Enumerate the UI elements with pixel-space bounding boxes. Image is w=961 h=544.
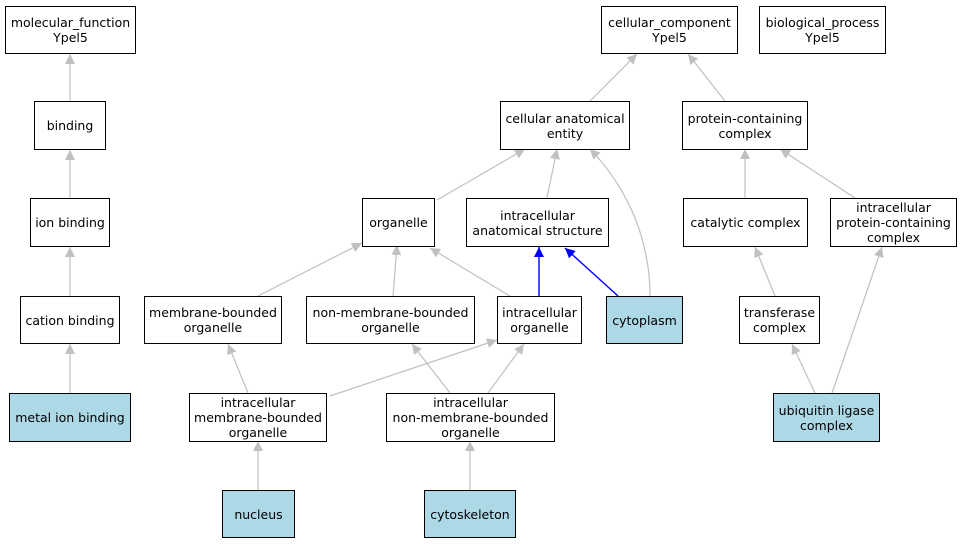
edge-imbo-to-mbo <box>227 343 249 394</box>
node-label-line: Ypel5 <box>805 30 840 45</box>
node-label-line: organelle <box>361 320 420 335</box>
node-label-line: Ypel5 <box>652 30 687 45</box>
edge-inmbo-to-nmbo <box>411 343 451 394</box>
edge-ipcc-to-pcc <box>779 148 856 199</box>
node-label-line: intracellular <box>502 305 577 320</box>
node-label-line: metal ion binding <box>15 410 125 425</box>
node-metal-ion-binding[interactable]: metal ion binding <box>9 393 131 442</box>
edge-nmbo-to-organelle <box>391 244 402 297</box>
node-label-line: entity <box>546 125 584 141</box>
node-label-line: non-membrane-bounded <box>392 410 549 425</box>
edge-pcc-to-cellular-component <box>687 53 726 102</box>
node-organelle[interactable]: organelle <box>362 198 435 247</box>
node-label-line: cellular_component <box>608 15 731 30</box>
edge-inmbo-to-io <box>487 343 525 394</box>
node-label-line: organelle <box>441 425 500 440</box>
node-label-line: anatomical structure <box>472 222 603 238</box>
edge-cytoplasm-to-ias-highlight <box>564 247 619 297</box>
node-label-line: organelle <box>228 425 288 440</box>
edge-mbo-to-organelle <box>257 242 363 297</box>
node-label-line: organelle <box>183 320 243 335</box>
edge-ulc-to-ipcc <box>831 246 884 394</box>
edge-ias-to-cae <box>546 148 560 199</box>
node-label-line: intracellular <box>220 395 296 410</box>
node-label-line: protein-containing <box>687 110 803 126</box>
node-label-line: cytoskeleton <box>430 506 510 522</box>
node-label-line: cytoplasm <box>612 312 677 328</box>
node-nucleus[interactable]: nucleus <box>222 490 295 538</box>
node-label-line: intracellular <box>856 200 931 215</box>
node-label-line: membrane-bounded <box>149 305 277 320</box>
edge-organelle-to-cae <box>436 148 526 201</box>
node-cytoskeleton[interactable]: cytoskeleton <box>424 490 516 538</box>
edge-ulc-to-transferase <box>791 343 816 394</box>
node-ion-binding[interactable]: ion binding <box>30 198 110 247</box>
node-label-line: membrane-bounded <box>194 410 322 425</box>
node-label-line: complex <box>800 417 853 433</box>
node-label-line: intracellular <box>500 207 575 223</box>
node-label-line: transferase <box>743 305 816 320</box>
node-label-line: organelle <box>369 215 428 230</box>
node-label-line: non-membrane-bounded <box>312 305 469 320</box>
node-label-line: cation binding <box>25 312 115 328</box>
node-label-line: ion binding <box>35 215 105 230</box>
node-label-line: intracellular <box>433 395 508 410</box>
node-label-line: catalytic complex <box>690 215 801 230</box>
node-label-line: cellular anatomical <box>505 110 625 126</box>
edge-transferase-to-catalytic <box>754 246 776 297</box>
edge-cytoplasm-to-cae <box>589 148 651 297</box>
edge-cae-to-cellular-component <box>589 53 638 102</box>
node-cation-binding[interactable]: cation binding <box>20 296 120 344</box>
node-label-line: organelle <box>510 320 569 335</box>
node-label-line: binding <box>46 118 94 133</box>
node-label-line: ubiquitin ligase <box>778 402 875 418</box>
node-label-line: molecular_function <box>10 15 131 30</box>
node-label-line: complex <box>753 320 806 335</box>
node-label-line: Ypel5 <box>53 30 88 45</box>
node-binding[interactable]: binding <box>34 101 106 150</box>
node-cytoplasm[interactable]: cytoplasm <box>606 296 683 344</box>
node-catalytic-complex[interactable]: catalytic complex <box>683 198 808 247</box>
node-label-line: complex <box>718 125 772 141</box>
edge-io-to-organelle <box>429 247 511 297</box>
node-label-line: nucleus <box>234 506 283 522</box>
edge-imbo-to-io <box>329 338 498 397</box>
node-label-line: protein-containing <box>836 215 951 230</box>
node-label-line: complex <box>867 230 920 245</box>
node-label-line: biological_process <box>765 15 880 30</box>
